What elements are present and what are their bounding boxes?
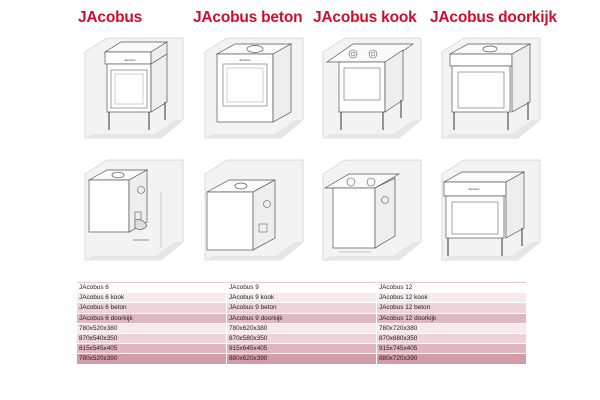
table-header-row: JAcobus 6 JAcobus 9 JAcobus 12 — [77, 281, 528, 294]
jacobus-front-view: JAcobus — [75, 30, 185, 145]
table-row: JAcobus 6 beton JAcobus 9 beton JAcobus … — [77, 302, 528, 314]
table-cell: JAcobus 9 doorkijk — [226, 313, 377, 324]
table-cell: 780x720x380 — [376, 323, 528, 335]
table-cell: 880x620x390 — [226, 353, 377, 365]
model-spec-table: JAcobus 6 JAcobus 9 JAcobus 12 JAcobus 6… — [77, 281, 528, 365]
table-cell: 870x580x350 — [226, 333, 377, 345]
table-cell: JAcobus 12 kook — [376, 292, 528, 304]
table-header-cell: JAcobus 6 — [77, 281, 227, 294]
table-row: 870x540x350 870x580x350 870x680x350 — [77, 333, 528, 345]
table-cell: JAcobus 6 kook — [77, 292, 227, 304]
jacobus-doorkijk-front-view — [432, 30, 542, 145]
jacobus-kook-front-view — [313, 30, 423, 145]
title-jacobus-kook: JAcobus kook — [313, 9, 417, 26]
table-row: 815x545x405 915x645x405 915x745x405 — [77, 343, 528, 355]
svg-text:JAcobus: JAcobus — [468, 187, 480, 191]
table-row: 780x520x380 780x620x380 780x720x380 — [77, 323, 528, 335]
table-cell: 815x545x405 — [77, 343, 227, 355]
title-jacobus-doorkijk: JAcobus doorkijk — [430, 9, 557, 26]
svg-text:JAcobus: JAcobus — [124, 58, 136, 62]
table-cell: 880x720x390 — [376, 353, 528, 365]
table-row: JAcobus 6 doorkijk JAcobus 9 doorkijk JA… — [77, 313, 528, 324]
title-jacobus-beton: JAcobus beton — [193, 9, 303, 26]
table-cell: 870x540x350 — [77, 333, 227, 345]
title-jacobus: JAcobus — [78, 9, 143, 26]
jacobus-beton-rear-view — [195, 152, 305, 270]
table-row: JAcobus 6 kook JAcobus 9 kook JAcobus 12… — [77, 292, 528, 304]
table-cell: JAcobus 6 doorkijk — [77, 313, 227, 324]
jacobus-beton-front-view: JAcobus — [195, 30, 305, 145]
table-cell: 780x520x390 — [77, 353, 227, 365]
table-cell: JAcobus 9 beton — [226, 302, 377, 314]
jacobus-rear-view — [75, 152, 185, 270]
table-row: 780x520x390 880x620x390 880x720x390 — [77, 353, 528, 365]
table-cell: JAcobus 9 kook — [226, 292, 377, 304]
table-header-cell: JAcobus 9 — [226, 281, 377, 294]
table-cell: 915x645x405 — [226, 343, 377, 355]
table-header-cell: JAcobus 12 — [376, 281, 528, 294]
table-cell: JAcobus 6 beton — [77, 302, 227, 314]
jacobus-kook-rear-view — [313, 152, 423, 270]
table-cell: 780x520x380 — [77, 323, 227, 335]
table-cell: 780x620x380 — [226, 323, 377, 335]
jacobus-doorkijk-rear-view: JAcobus — [432, 152, 542, 270]
table-cell: 870x680x350 — [376, 333, 528, 345]
table-cell: JAcobus 12 beton — [376, 302, 528, 314]
table-cell: 915x745x405 — [376, 343, 528, 355]
table-cell: JAcobus 12 doorkijk — [376, 313, 528, 324]
svg-text:JAcobus: JAcobus — [239, 58, 251, 62]
